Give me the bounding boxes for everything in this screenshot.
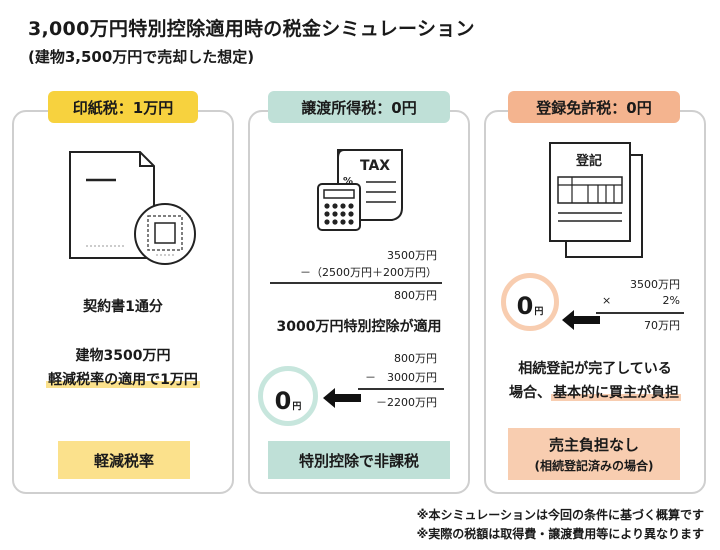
registration-document-icon: 登記: [549, 142, 643, 258]
stamp-bottom-box: 軽減税率: [58, 441, 190, 479]
document-with-stamp-icon: [69, 151, 196, 265]
footnote-2: ※実際の税額は取得費・譲渡費用等により異なります: [416, 527, 704, 541]
transfer-calc1-b: －（2500万円＋200万円）: [300, 266, 437, 279]
registration-note-2-highlight: 基本的に買主が負担: [551, 385, 681, 401]
deduction-label: 3000万円特別控除が適用: [276, 319, 442, 335]
stamp-line-2: 軽減税率の適用で1万円: [12, 369, 234, 389]
arrow-left-icon: [562, 310, 600, 330]
reg-calc-a: 3500万円: [630, 278, 680, 291]
stamp-line-1: 建物3500万円: [75, 348, 171, 364]
reg-calc-line: [596, 312, 684, 314]
transfer-bottom-box: 特別控除で非課税: [268, 441, 450, 479]
registration-bottom-main: 売主負担なし: [548, 436, 639, 454]
transfer-tax-pill: 譲渡所得税：0円: [268, 91, 450, 123]
footnote-1: ※本シミュレーションは今回の条件に基づく概算です: [416, 508, 704, 522]
page-subtitle: (建物3,500万円で売却した想定): [28, 48, 255, 66]
page-title: 3,000万円特別控除適用時の税金シミュレーション: [28, 18, 475, 40]
transfer-zero-unit: 円: [292, 402, 302, 412]
reg-calc-result: 70万円: [644, 319, 680, 332]
reg-calc-op: ×: [602, 294, 612, 307]
transfer-calc2-result: －2200万円: [376, 396, 437, 409]
transfer-calc2-a: 800万円: [394, 352, 437, 365]
register-label: 登記: [575, 153, 602, 169]
registration-bottom-box: 売主負担なし (相続登記済みの場合): [508, 428, 680, 480]
stamp-tax-pill: 印紙税：1万円: [48, 91, 198, 123]
registration-zero-unit: 円: [534, 307, 544, 317]
transfer-calc2-line: [358, 388, 444, 390]
percent-label: %: [343, 176, 353, 187]
registration-note-2-pre: 場合、: [509, 385, 551, 401]
transfer-calc1-line: [270, 282, 442, 284]
registration-bottom-sub: (相続登記済みの場合): [534, 459, 654, 473]
registration-zero-value: 0: [516, 292, 534, 320]
transfer-calc2-b: － 3000万円: [365, 371, 437, 384]
tax-calculator-icon: TAX %: [317, 149, 403, 231]
registration-note-2: 場合、基本的に買主が負担: [484, 382, 706, 402]
transfer-zero-value: 0: [274, 387, 292, 415]
reg-calc-b: 2%: [662, 294, 680, 307]
registration-tax-pill: 登録免許税：0円: [508, 91, 680, 123]
registration-note-1: 相続登記が完了している: [518, 361, 672, 377]
transfer-calc1-result: 800万円: [394, 289, 437, 302]
tax-label: TAX: [360, 158, 390, 174]
transfer-calc1-a: 3500万円: [387, 249, 437, 262]
contract-label: 契約書1通分: [83, 299, 163, 315]
stamp-line-2-text: 軽減税率の適用で1万円: [46, 372, 200, 388]
arrow-left-icon: [323, 388, 361, 408]
